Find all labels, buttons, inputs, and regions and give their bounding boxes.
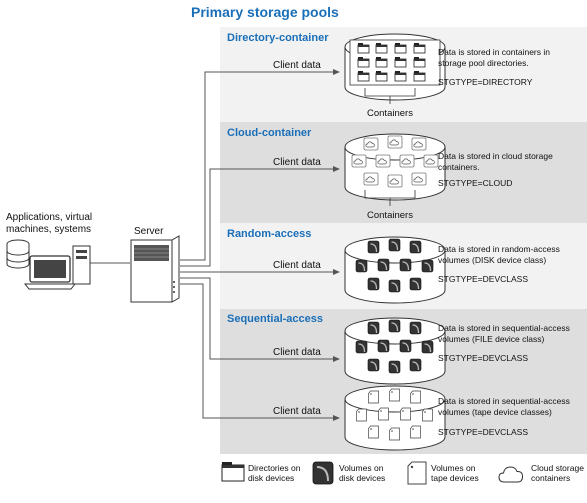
legend-label: Directories on disk devices xyxy=(248,463,301,483)
containers-label: Containers xyxy=(367,210,413,221)
containers-label: Containers xyxy=(367,108,413,119)
pool-description: Data is stored in random-access volumes … xyxy=(438,244,560,265)
cloud-container-cylinder xyxy=(344,133,446,206)
tape-volume-icon xyxy=(407,461,427,485)
legend-label: Cloud storage containers xyxy=(531,463,584,483)
pool-description: Data is stored in sequential-access volu… xyxy=(438,396,570,417)
pool-stgtype: STGTYPE=DIRECTORY xyxy=(438,77,533,87)
pool-description: Data is stored in containers in storage … xyxy=(438,47,550,68)
pool-description: Data is stored in cloud storage containe… xyxy=(438,151,553,172)
client-data-label: Client data xyxy=(273,406,321,417)
client-data-label: Client data xyxy=(273,60,321,71)
client-data-label: Client data xyxy=(273,157,321,168)
pool-stgtype: STGTYPE=CLOUD xyxy=(438,178,513,188)
applications-label: Applications, virtual machines, systems xyxy=(6,212,93,235)
server-icon xyxy=(130,235,180,303)
pool-header-cloud: Cloud-container xyxy=(227,127,312,139)
legend-label: Volumes on disk devices xyxy=(339,463,386,483)
cloud-icon xyxy=(498,466,524,483)
disk-volume-icon xyxy=(312,461,334,485)
sequential-tape-cylinder xyxy=(344,385,446,451)
pool-description: Data is stored in sequential-access volu… xyxy=(438,323,570,344)
random-access-cylinder xyxy=(344,236,446,304)
client-data-label: Client data xyxy=(273,260,321,271)
legend-label: Volumes on tape devices xyxy=(431,463,479,483)
client-connections xyxy=(88,71,335,419)
diagram-title: Primary storage pools xyxy=(191,4,339,20)
pool-stgtype: STGTYPE=DEVCLASS xyxy=(438,274,528,284)
pool-header-directory: Directory-container xyxy=(227,32,329,44)
sequential-file-cylinder xyxy=(344,317,446,385)
client-arrowheads xyxy=(333,69,340,421)
applications-icon xyxy=(6,239,91,290)
client-data-label: Client data xyxy=(273,347,321,358)
directory-container-cylinder xyxy=(344,33,446,104)
pool-stgtype: STGTYPE=DEVCLASS xyxy=(438,353,528,363)
pool-stgtype: STGTYPE=DEVCLASS xyxy=(438,427,528,437)
folder-icon xyxy=(221,462,245,482)
pool-header-sequential: Sequential-access xyxy=(227,313,323,325)
server-label: Server xyxy=(134,226,164,237)
pool-header-random: Random-access xyxy=(227,228,312,240)
